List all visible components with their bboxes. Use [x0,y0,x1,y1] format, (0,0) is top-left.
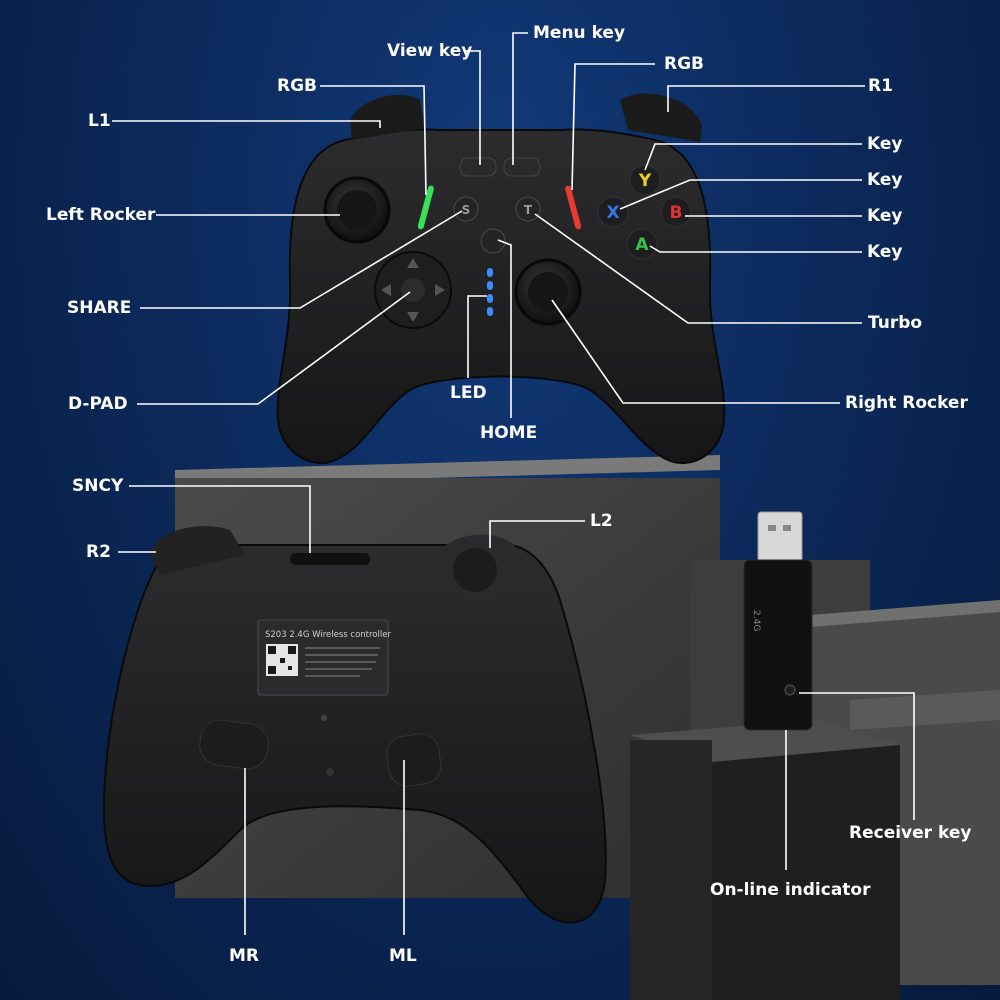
label-led: LED [450,383,487,403]
x-button[interactable] [597,196,629,228]
a-button[interactable] [626,228,658,260]
label-rgb-left: RGB [277,76,318,96]
view-key[interactable] [459,157,497,177]
mr-paddle[interactable] [197,717,271,771]
label-left-rocker: Left Rocker [46,205,156,225]
label-share: SHARE [67,298,132,318]
a-glyph: A [635,235,649,255]
label-key-x: Key [867,170,903,190]
l1-bumper[interactable] [350,94,425,140]
r2-trigger[interactable] [150,526,245,575]
label-menu-key: Menu key [533,23,626,43]
home-button[interactable] [480,228,506,254]
callout-lines [112,32,915,935]
label-rgb-right: RGB [664,54,705,74]
label-sncy: SNCY [72,476,124,496]
label-turbo: Turbo [868,313,923,333]
face-buttons [597,164,692,260]
receiver-body [743,559,813,731]
label-key-b: Key [867,206,903,226]
controller-front: Y X B A S T [276,93,726,465]
label-online-indicator: On-line indicator [710,880,871,900]
sncy-port[interactable] [290,553,370,565]
label-home: HOME [480,423,538,443]
b-button[interactable] [660,196,692,228]
label-ml: ML [389,946,417,966]
label-r1: R1 [868,76,893,96]
label-l1: L1 [88,111,111,131]
r1-bumper[interactable] [620,93,702,142]
label-mr: MR [229,946,260,966]
sticker-title: S203 2.4G Wireless controller [265,630,391,640]
ml-paddle[interactable] [385,732,443,789]
y-glyph: Y [638,171,652,191]
rgb-strip-right [565,185,582,230]
b-glyph: B [670,203,683,223]
label-view-key: View key [387,41,473,61]
turbo-button[interactable] [515,196,541,222]
controller-back: S203 2.4G Wireless controller [102,526,607,924]
label-dpad: D-PAD [68,394,128,414]
turbo-glyph: T [524,203,533,217]
share-glyph: S [462,203,471,217]
rgb-strip-left [417,185,434,230]
share-button[interactable] [453,196,479,222]
label-r2: R2 [86,542,111,562]
label-right-rocker: Right Rocker [845,393,968,413]
y-button[interactable] [629,164,661,196]
x-glyph: X [606,203,619,223]
receiver-print: 2.4G [751,610,761,631]
led-indicators [487,268,493,316]
label-receiver-key: Receiver key [849,823,972,843]
label-l2: L2 [590,511,613,531]
usb-receiver: 2.4G [743,511,813,731]
menu-key[interactable] [503,157,541,177]
label-key-y: Key [867,134,903,154]
receiver-button[interactable] [784,684,796,696]
label-key-a: Key [867,242,903,262]
